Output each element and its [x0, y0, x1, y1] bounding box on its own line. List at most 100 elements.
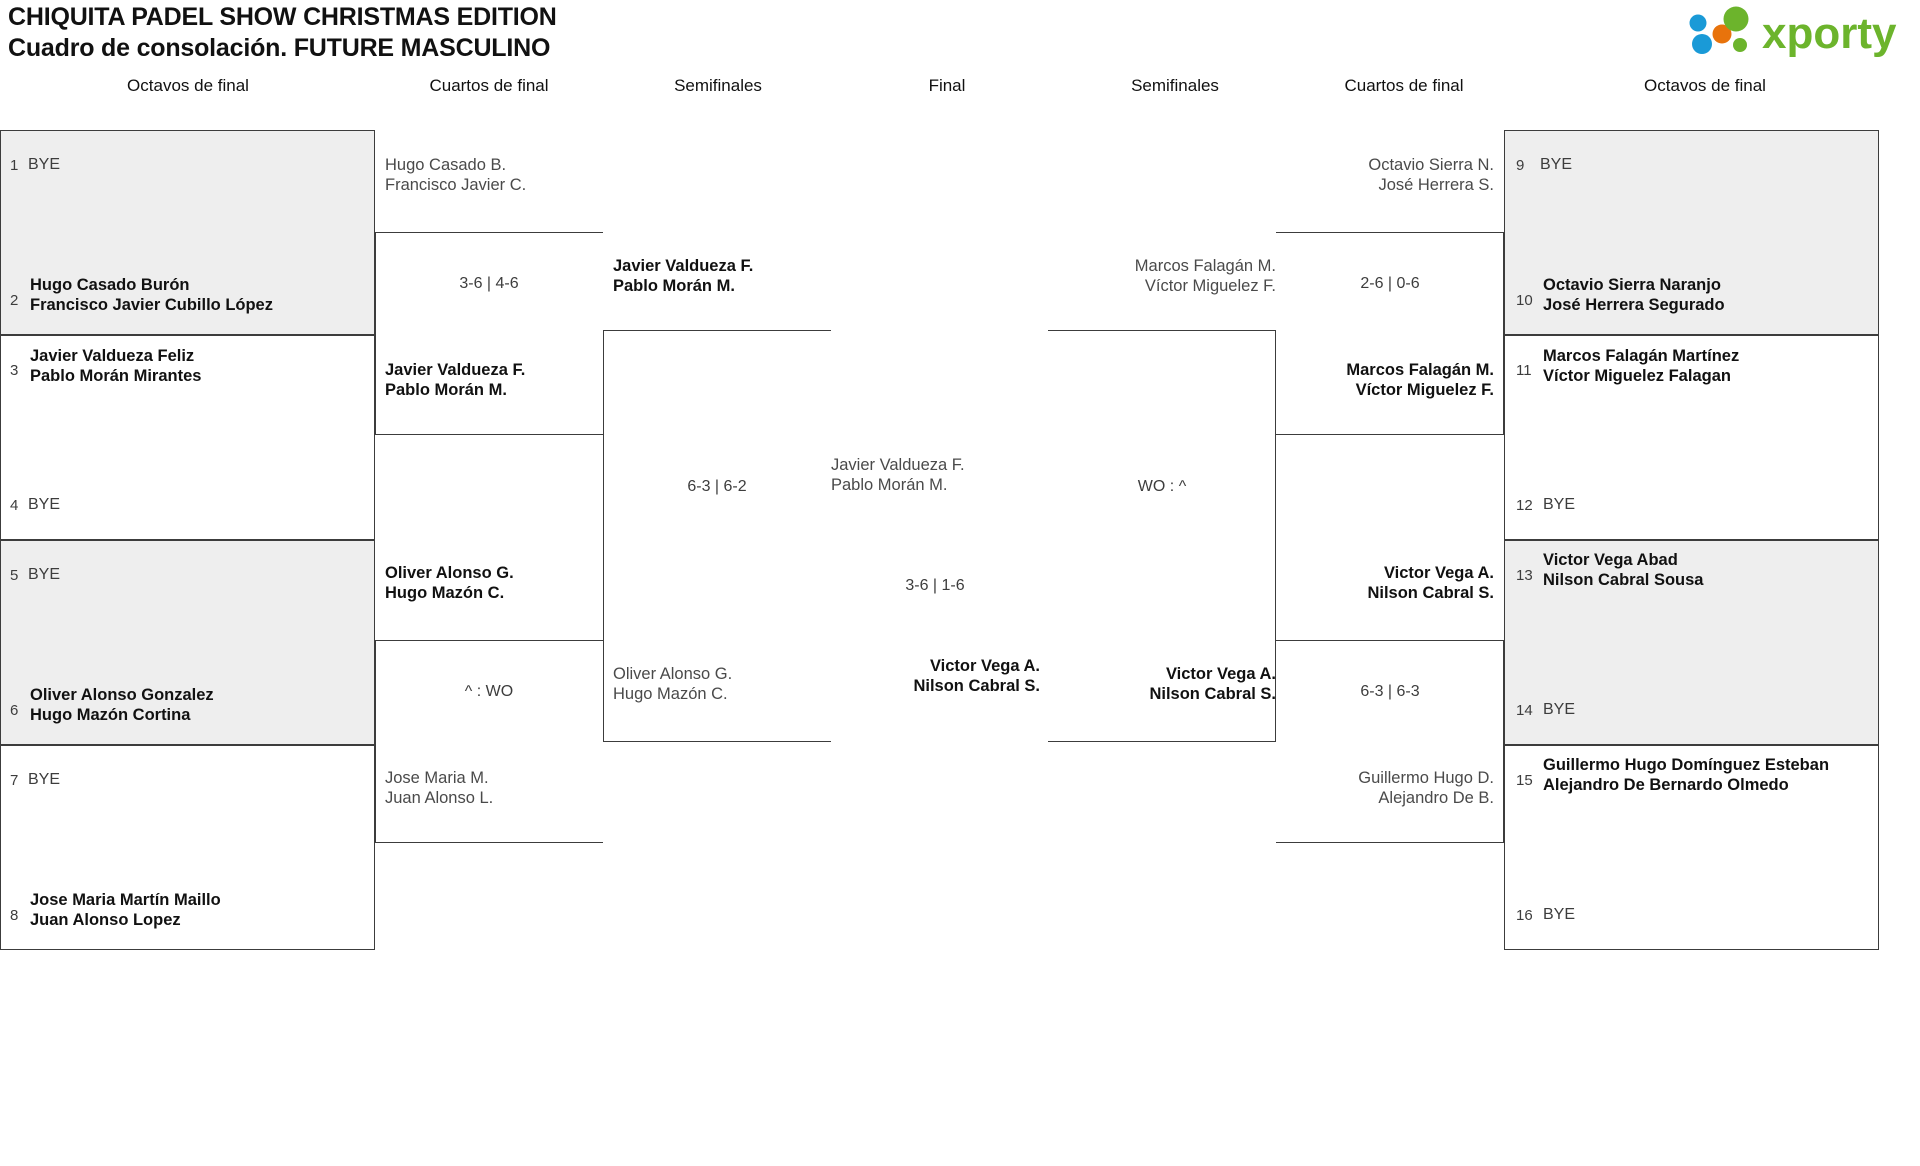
seed-number-13: 13: [1516, 567, 1533, 584]
logo-dot-green-big: [1723, 6, 1749, 32]
r16-slot-3-4[interactable]: [0, 335, 375, 540]
qf-right-2-bot-line2b: Alejandro De B.: [1378, 789, 1494, 807]
r16-team-3-line2: Pablo Morán Mirantes: [30, 367, 202, 385]
qf-left-2-top-line2: Hugo Mazón C.: [385, 584, 505, 602]
qf-right-1-top-line1: Octavio Sierra N.: [1368, 156, 1494, 174]
seed-number-7: 7: [10, 772, 19, 789]
qf-right-1-score: 2-6 | 0-6: [1360, 275, 1420, 292]
qf-left-1-score: 3-6 | 4-6: [459, 275, 519, 292]
r16-team-11-line2: Víctor Miguelez Falagan: [1543, 367, 1731, 385]
qf-left-2-score: ^ : WO: [464, 683, 514, 700]
seed-number-16: 16: [1516, 907, 1533, 924]
seed-number-9: 9: [1516, 157, 1525, 174]
r16-team-15-line2: Alejandro De Bernardo Olmedo: [1543, 776, 1789, 794]
r16-slot-13-14[interactable]: [1504, 540, 1879, 745]
seed-number-11: 11: [1516, 362, 1532, 379]
final-top-line2: Pablo Morán M.: [831, 476, 948, 494]
r16-team-4-line1: BYE: [28, 496, 61, 513]
final-score: 3-6 | 1-6: [905, 577, 965, 594]
logo-dot-blue-bottom: [1692, 34, 1712, 54]
r16-team-15-line1: Guillermo Hugo Domínguez Esteban: [1543, 756, 1830, 774]
r16-team-2-line1: Hugo Casado Burón: [30, 276, 190, 294]
qf-right-1-bot-line2: Víctor Miguelez F.: [1355, 381, 1494, 399]
r16-team-14-line1: BYE: [1543, 701, 1576, 718]
sf-right-1-box[interactable]: [1048, 330, 1276, 742]
r16-team-12-line1: BYE: [1543, 496, 1576, 513]
seed-number-12: 12: [1516, 497, 1533, 514]
seed-number-4: 4: [10, 497, 19, 514]
sf-right-1-top-line2: Víctor Miguelez F.: [1144, 277, 1276, 295]
qf-left-2-box[interactable]: [375, 640, 603, 843]
seed-number-15: 15: [1516, 772, 1533, 789]
r16-slot-15-16[interactable]: [1504, 745, 1879, 950]
r16-slot-7-8[interactable]: [0, 745, 375, 950]
qf-right-1-bot-line1: Marcos Falagán M.: [1346, 361, 1494, 379]
sf-left-1-top-line2: Pablo Morán M.: [613, 277, 735, 295]
sf-left-1-score: 6-3 | 6-2: [687, 478, 747, 495]
qf-right-2-box[interactable]: [1276, 640, 1504, 843]
qf-right-2-score: 6-3 | 6-3: [1360, 683, 1420, 700]
seed-number-3: 3: [10, 362, 19, 379]
seed-number-5: 5: [10, 567, 19, 584]
seed-number-14: 14: [1516, 702, 1533, 719]
round-label-left-qf: Cuartos de final: [429, 76, 549, 95]
r16-slot-1-2[interactable]: [0, 130, 375, 335]
sf-left-1-box[interactable]: [603, 330, 831, 742]
sf-right-1-bot-line1: Victor Vega A.: [1165, 665, 1276, 683]
round-label-right-sf: Semifinales: [1131, 76, 1219, 95]
r16-team-11-line1: Marcos Falagán Martínez: [1543, 347, 1740, 365]
sf-left-1-top-line1: Javier Valdueza F.: [613, 257, 754, 275]
qf-left-2-bot-line2: Juan Alonso L.: [385, 789, 494, 807]
r16-team-2-line2: Francisco Javier Cubillo López: [30, 296, 273, 314]
seed-number-10: 10: [1516, 292, 1533, 309]
qf-left-1-bot-line1: Javier Valdueza F.: [385, 361, 526, 379]
final-top-line1: Javier Valdueza F.: [831, 456, 965, 474]
xporty-logo-svg: xporty: [1689, 6, 1897, 58]
sf-left-1-bot-line1: Oliver Alonso G.: [613, 665, 733, 683]
r16-slot-11-12[interactable]: [1504, 335, 1879, 540]
round-label-right-r16: Octavos de final: [1644, 76, 1766, 95]
seed-number-8: 8: [10, 907, 19, 924]
r16-team-9-line1: BYE: [1540, 156, 1573, 173]
qf-left-1-box[interactable]: [375, 232, 603, 435]
r16-slot-9-10[interactable]: [1504, 130, 1879, 335]
r16-team-5-line1: BYE: [28, 566, 61, 583]
logo-dot-green-small: [1733, 38, 1747, 52]
round-label-left-sf: Semifinales: [674, 76, 762, 95]
qf-left-1-top-line1: Hugo Casado B.: [385, 156, 507, 174]
r16-team-6-line2: Hugo Mazón Cortina: [30, 706, 191, 724]
r16-team-13-line1: Victor Vega Abad: [1543, 551, 1678, 569]
final-bot-line2: Nilson Cabral S.: [913, 677, 1040, 695]
r16-team-16-line1: BYE: [1543, 906, 1576, 923]
round-label-final: Final: [928, 76, 966, 95]
logo-dot-orange: [1712, 24, 1732, 44]
tournament-name: CHIQUITA PADEL SHOW CHRISTMAS EDITION: [8, 3, 557, 31]
final-bot-line1: Victor Vega A.: [929, 657, 1040, 675]
seed-number-6: 6: [10, 702, 19, 719]
round-label-right-qf: Cuartos de final: [1344, 76, 1464, 95]
qf-left-1-bot-line2: Pablo Morán M.: [385, 381, 507, 399]
qf-right-2-top-line1: Victor Vega A.: [1383, 564, 1494, 582]
sf-left-1-bot-line2: Hugo Mazón C.: [613, 685, 728, 703]
r16-team-13-line2: Nilson Cabral Sousa: [1543, 571, 1704, 589]
qf-right-2-top-line2: Nilson Cabral S.: [1367, 584, 1494, 602]
sf-right-1-top-line1: Marcos Falagán M.: [1134, 257, 1276, 275]
bracket-subtitle: Cuadro de consolación. FUTURE MASCULINO: [8, 33, 551, 62]
r16-team-10-line1: Octavio Sierra Naranjo: [1543, 276, 1721, 294]
seed-number-1: 1: [10, 157, 19, 174]
r16-team-10-line2: José Herrera Segurado: [1543, 296, 1725, 314]
qf-left-1-top-line2: Francisco Javier C.: [385, 176, 527, 194]
logo-dot-blue-top: [1689, 14, 1707, 32]
qf-right-1-box[interactable]: [1276, 232, 1504, 435]
r16-team-1-line1: BYE: [28, 156, 61, 173]
qf-right-1-top-line2: José Herrera S.: [1378, 176, 1494, 194]
r16-team-6-line1: Oliver Alonso Gonzalez: [30, 686, 214, 704]
xporty-logo: xporty: [1680, 4, 1912, 60]
r16-slot-5-6[interactable]: [0, 540, 375, 745]
qf-left-2-bot-line1: Jose Maria M.: [385, 769, 489, 787]
r16-team-7-line1: BYE: [28, 771, 61, 788]
page-title: CHIQUITA PADEL SHOW CHRISTMAS EDITION Cu…: [8, 2, 557, 63]
logo-wordmark: xporty: [1762, 9, 1897, 58]
qf-right-2-bot-line1: Guillermo Hugo D.: [1358, 769, 1494, 787]
